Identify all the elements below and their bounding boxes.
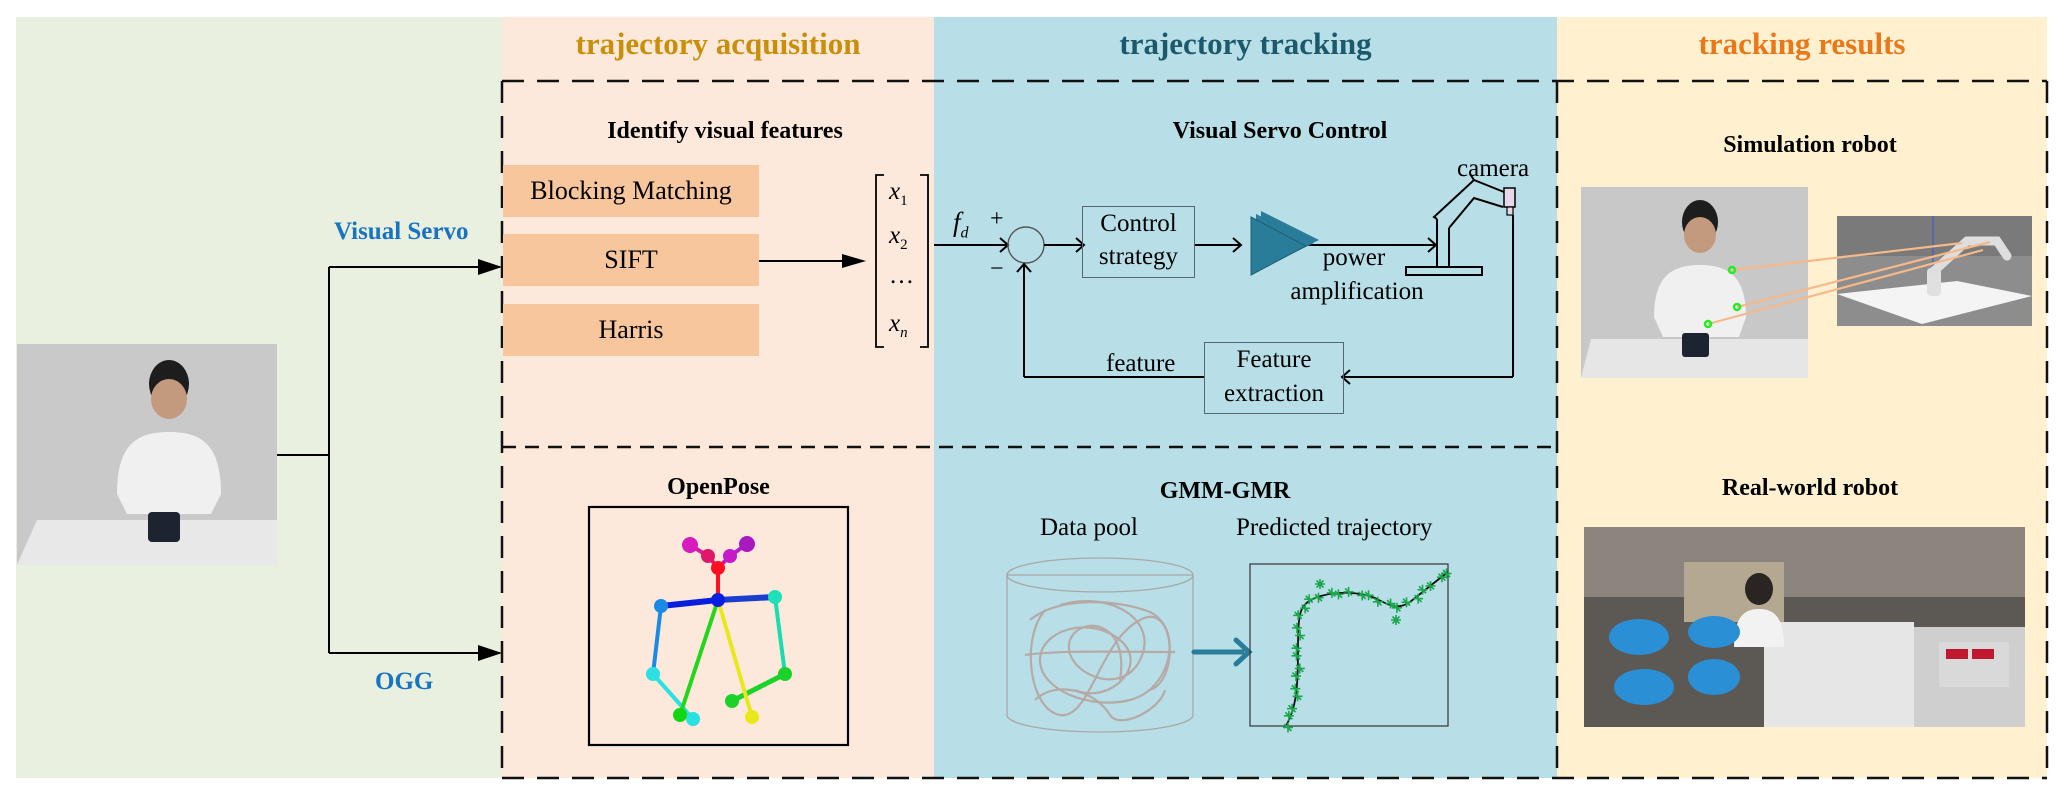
- real-world-robot-photo: [1584, 527, 2025, 727]
- feature-extraction-line1: Feature: [1236, 346, 1312, 373]
- trajectory-marker: [1287, 703, 1298, 714]
- power-label: power: [1322, 244, 1386, 271]
- trajectory-marker: [1290, 683, 1301, 694]
- demonstration-photo-illustration: [17, 344, 277, 565]
- feature-extraction-block: Feature extraction: [1204, 342, 1344, 414]
- control-strategy-line1: Control: [1100, 210, 1177, 237]
- feedback-feature-label: feature: [1106, 350, 1176, 377]
- trajectory-outlier-marker: [1315, 579, 1325, 589]
- trajectory-marker: [1293, 610, 1304, 621]
- trajectory-marker: [1391, 602, 1402, 613]
- real-world-robot-illustration: [1584, 527, 2025, 727]
- summing-junction: [1007, 226, 1045, 264]
- trajectory-marker: [1441, 568, 1452, 579]
- simulation-robot-render: [1837, 216, 2032, 326]
- trajectory-marker: [1326, 587, 1337, 598]
- simulation-human-illustration: [1581, 187, 1808, 378]
- sift-to-vector-arrow-head: [842, 254, 866, 268]
- branch-label-visual-servo: Visual Servo: [334, 218, 469, 245]
- trajectory-marker: [1283, 710, 1294, 721]
- control-strategy-line2: strategy: [1098, 243, 1179, 270]
- keypoint-correspondence-lines: [1703, 240, 1991, 329]
- gmm-arrow: [1191, 637, 1253, 667]
- acquisition-column-background: [502, 17, 934, 778]
- trajectory-marker: [1313, 592, 1324, 603]
- trajectory-marker: [1292, 622, 1303, 633]
- trajectory-marker: [1425, 580, 1436, 591]
- control-loop-lines: [934, 215, 1514, 385]
- gmm-gmr-title: GMM-GMR: [1159, 478, 1291, 504]
- trajectory-marker: [1294, 663, 1305, 674]
- method-harris: Harris: [503, 304, 759, 356]
- amplifier-icon: [1250, 211, 1319, 276]
- camera-icon: [1503, 187, 1516, 208]
- camera-lens-icon: [1506, 206, 1514, 216]
- vector-entry-x2: x2: [889, 222, 908, 253]
- simulation-human-photo: [1581, 187, 1808, 378]
- method-sift: SIFT: [503, 234, 759, 286]
- plus-sign: +: [990, 206, 1004, 232]
- predicted-trajectory-label: Predicted trajectory: [1236, 514, 1433, 541]
- data-pool-cylinder-icon: [1006, 557, 1194, 733]
- trajectory-marker: [1343, 586, 1354, 597]
- trajectory-marker: [1417, 584, 1428, 595]
- simulation-robot-illustration: [1837, 216, 2032, 326]
- vector-entry-x1: x1: [889, 178, 908, 209]
- trajectory-marker: [1363, 590, 1374, 601]
- identify-visual-features-title: Identify visual features: [607, 118, 843, 144]
- input-branch-lines: [277, 266, 500, 654]
- openpose-frame: [587, 505, 850, 747]
- data-pool-label: Data pool: [1040, 514, 1138, 541]
- feature-extraction-line2: extraction: [1224, 380, 1324, 407]
- ogg-arrow-head: [478, 645, 502, 661]
- column-title-tracking: trajectory tracking: [1119, 26, 1372, 61]
- openpose-title: OpenPose: [667, 474, 770, 500]
- trajectory-marker: [1290, 671, 1301, 682]
- trajectory-marker: [1401, 597, 1412, 608]
- visual-servo-arrow-head: [478, 259, 502, 275]
- vector-entry-ellipsis: …: [889, 262, 914, 289]
- dashed-frame: [500, 79, 2049, 780]
- column-title-acquisition: trajectory acquisition: [575, 26, 861, 61]
- openpose-joints: [646, 536, 792, 726]
- trajectory-marker: [1283, 722, 1293, 733]
- feature-vector-brackets: [875, 174, 929, 348]
- trajectory-marker: [1385, 598, 1396, 609]
- trajectory-marker: [1304, 594, 1315, 605]
- trajectory-marker: [1413, 593, 1424, 604]
- data-pool-scribbles: [1024, 600, 1176, 722]
- trajectory-markers: [1283, 568, 1452, 733]
- demonstration-photo: [17, 344, 277, 565]
- trajectory-marker: [1300, 603, 1311, 614]
- trajectory-marker: [1295, 630, 1306, 641]
- simulation-robot-title: Simulation robot: [1723, 132, 1897, 158]
- minus-sign: −: [990, 256, 1004, 282]
- trajectory-marker: [1292, 691, 1303, 702]
- trajectory-marker: [1333, 589, 1344, 600]
- trajectory-marker: [1291, 643, 1302, 654]
- keypoint-markers: [1703, 265, 1742, 329]
- trajectory-outlier-marker: [1391, 615, 1401, 625]
- camera-label: camera: [1457, 155, 1530, 182]
- trajectory-marker: [1372, 596, 1383, 607]
- real-world-robot-title: Real-world robot: [1721, 475, 1899, 501]
- desired-feature-symbol: fd: [953, 207, 969, 242]
- control-strategy-block: Control strategy: [1082, 206, 1195, 278]
- vector-entry-xn: xn: [889, 310, 908, 341]
- predicted-trajectory-frame: [1249, 563, 1449, 727]
- method-blocking-matching: Blocking Matching: [503, 165, 759, 217]
- visual-servo-control-title: Visual Servo Control: [1172, 118, 1388, 144]
- branch-label-ogg: OGG: [375, 668, 434, 695]
- column-title-results: tracking results: [1698, 26, 1906, 61]
- robot-arm-camera-icon: [1405, 173, 1505, 276]
- amplification-label: amplification: [1290, 278, 1424, 305]
